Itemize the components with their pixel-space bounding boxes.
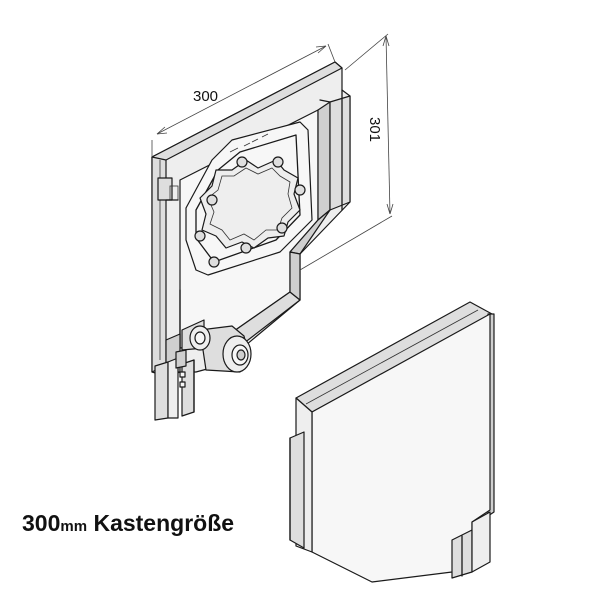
caption-unit: mm [60,518,88,535]
guide-rail-legs [154,349,195,421]
height-dimension [299,33,394,271]
top-flange [151,61,343,161]
pulley-roller [189,325,252,373]
width-label: 300 [193,88,218,105]
end-cap-inner-view: 300 301 [151,33,394,421]
width-dimension [151,43,336,157]
caption-value: 300 [22,510,61,536]
star-opening [199,159,301,249]
caption-text: Kastengröße [87,510,235,536]
slot-upper [157,177,173,201]
end-cap-outer-view [289,301,495,583]
caption-box-size: 300mm Kastengröße [22,510,234,537]
height-label: 301 [366,117,383,142]
right-wall [317,101,331,221]
